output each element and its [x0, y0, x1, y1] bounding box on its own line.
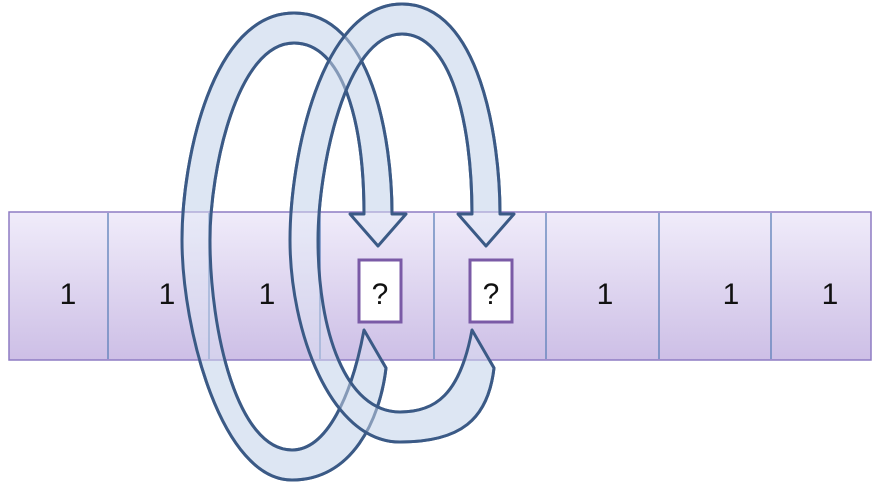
cell-labels: 1 1 1?? 1 1 1 — [60, 258, 839, 324]
unknown-cell-box — [357, 258, 403, 324]
cell-value: 1 — [259, 278, 276, 311]
tape — [8, 211, 872, 361]
unknown-cell-box — [468, 258, 514, 324]
cell-dividers — [107, 213, 772, 359]
loop-arrows-front — [180, 2, 516, 482]
unknown-cell-label: ? — [483, 278, 500, 311]
cell-value: 1 — [597, 278, 614, 311]
tape-body — [8, 211, 872, 361]
unknown-cell-label: ? — [372, 278, 389, 311]
loop-arrow-right-front — [288, 2, 516, 444]
cell-value: 1 — [822, 278, 839, 311]
cell-value: 1 — [60, 278, 77, 311]
cell-value: 1 — [159, 278, 176, 311]
cell-value: 1 — [723, 278, 740, 311]
loop-arrow-left-front — [180, 11, 408, 482]
